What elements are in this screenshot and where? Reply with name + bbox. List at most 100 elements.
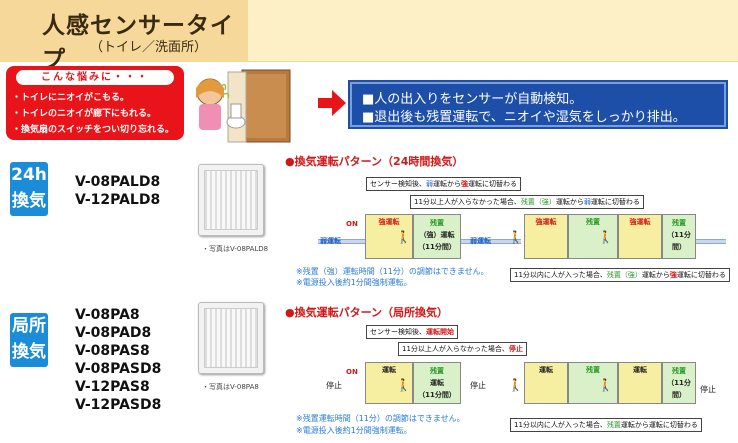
callout-over-11min: 11分以上人が入らなかった場合、残置（強）運転から弱運転に切替わる (410, 195, 644, 209)
callout-text: 11分以内に人が入った場合、 (514, 421, 607, 429)
label-remain: 残置 (586, 366, 600, 374)
run-block: 運転 (524, 362, 568, 404)
callout-text: センサー検知後、 (370, 180, 426, 188)
solution-line-2: ■退出後も残置運転で、ニオイや湿気をしっかり排出。 (362, 110, 686, 125)
solution-line-1: ■人の出入りをセンサーが自動検知。 (362, 92, 583, 107)
callout-within-11min: 11分以内に人が入った場合、残置（強）運転から強運転に切替わる (510, 268, 730, 282)
badge-local-line2: 換気 (12, 342, 46, 362)
page-title: 人感センサータイプ (42, 13, 234, 73)
callout-weak: 弱 (426, 180, 433, 188)
strong-run-block: 強運転 (365, 214, 413, 259)
note: ※残置運転時間（11分）の調節はできません。 (296, 414, 465, 423)
person-icon: 🚶 (598, 230, 613, 244)
fan-grille (204, 308, 258, 368)
callout-text: 運転に切替わる (590, 198, 640, 206)
label-remain-run: 運転 (430, 379, 444, 387)
label-remain: 残置 (430, 367, 444, 375)
callout-text: 運転から (641, 271, 670, 279)
worry-item: ・トイレのニオイが廊下にもれる。 (12, 109, 157, 119)
label-weak-run: 弱運転 (470, 237, 491, 245)
label-remain-time: （11分間） (667, 231, 691, 251)
label-remain: 残置 (672, 367, 686, 375)
weak-run-bar (318, 239, 366, 244)
label-strong-run: 強運転 (535, 218, 557, 226)
label-run: 運転 (539, 366, 553, 374)
label-remain-time: （11分間） (418, 243, 456, 251)
badge-24h-line2: 換気 (12, 191, 46, 211)
label-stop: 停止 (700, 385, 716, 394)
label-strong-run: 強運転 (378, 218, 400, 226)
weak-run-bar (696, 239, 726, 244)
callout-text: 11分以上人が入らなかった場合、 (402, 345, 509, 353)
strong-run-block: 強運転 (618, 214, 662, 259)
label-run: 運転 (633, 366, 647, 374)
callout-weak: 弱 (583, 198, 591, 206)
run-block: 運転 (365, 362, 413, 404)
person-icon: 🚶 (508, 230, 523, 244)
callout-sensor-detect: センサー検知後、運転開始 (366, 325, 458, 339)
label-remain: 残置 (586, 218, 600, 226)
callout-stop: 停止 (508, 345, 523, 353)
arrow-right-icon (318, 90, 346, 116)
callout-start: 運転開始 (426, 328, 454, 336)
callout-sensor-detect: センサー検知後、弱運転から強運転に切替わる (366, 177, 521, 191)
badge-24h-line1: 24h (11, 165, 47, 185)
person-icon: 🚶 (396, 378, 411, 392)
label-stop: 停止 (470, 381, 486, 390)
label-remain: 残置 (430, 219, 444, 227)
model-name: V-12PASD8 (75, 397, 162, 413)
title-box: 人感センサータイプ （トイレ／洗面所） (0, 0, 248, 73)
person-icon: 🚶 (508, 378, 523, 392)
model-name: V-08PAD8 (75, 325, 152, 341)
label-weak-run: 弱運転 (320, 237, 341, 245)
solution-panel: ■人の出入りをセンサーが自動検知。 ■退出後も残置運転で、ニオイや湿気をしっかり… (350, 82, 726, 127)
weak-run-bar (461, 239, 521, 244)
callout-over-11min: 11分以上人が入らなかった場合、停止 (398, 342, 527, 356)
pattern-title-local: ●換気運転パターン（局所換気） (285, 306, 449, 319)
worries-heading: こんな悩みに・・・ (16, 70, 174, 85)
run-block: 運転 (618, 362, 662, 404)
remain-run-block: 残置 （強）運転 （11分間） (413, 214, 461, 259)
remain-run-block: 残置 （11分間） (662, 362, 696, 404)
model-name: V-08PAS8 (75, 343, 150, 359)
remain-run-block: 残置 （11分間） (662, 214, 696, 259)
remain-run-block: 残置 (568, 214, 618, 259)
remain-run-block: 残置 運転 （11分間） (413, 362, 461, 404)
badge-24h: 24h 換気 (10, 162, 48, 216)
note: ※残置（強）運転時間（11分）の調節はできません。 (296, 267, 489, 276)
pattern-title-24h: ●換気運転パターン（24時間換気） (285, 155, 464, 168)
callout-remain: 残置（強） (520, 198, 556, 206)
callout-text: 11分以上人が入らなかった場合、 (414, 198, 521, 206)
label-strong-run: 強運転 (629, 218, 651, 226)
fan-photo-local (198, 302, 264, 374)
photo-caption: ・写真はV-08PA8 (202, 383, 259, 391)
fan-photo-24h (198, 164, 264, 236)
callout-text: 運転に切替わる (676, 271, 726, 279)
badge-local-line1: 局所 (12, 316, 46, 336)
callout-remain: 残置 (606, 421, 621, 429)
person-icon: 🚶 (396, 230, 411, 244)
callout-text: 運転から運転に切替わる (620, 421, 698, 429)
worry-item: ・換気扇のスイッチをつい切り忘れる。 (12, 125, 175, 135)
model-name: V-12PALD8 (75, 192, 161, 208)
label-remain: 残置 (672, 219, 686, 227)
person-icon: 🚶 (598, 378, 613, 392)
on-label: ON (346, 220, 358, 228)
callout-remain: 残置（強） (606, 271, 642, 279)
model-name: V-08PA8 (75, 307, 140, 323)
fan-grille (204, 170, 258, 230)
note: ※電源投入後約1分間強制運転。 (296, 426, 412, 435)
model-name: V-08PALD8 (75, 174, 161, 190)
worry-item: ・トイレにニオイがこもる。 (12, 93, 130, 103)
model-name: V-08PASD8 (75, 361, 162, 377)
label-run: 運転 (382, 366, 396, 374)
strong-run-block: 強運転 (524, 214, 568, 259)
photo-caption: ・写真はV-08PALD8 (202, 245, 269, 253)
label-remain-run: （強）運転 (419, 231, 455, 239)
callout-text: 運転に切替わる (468, 180, 517, 188)
page-subtitle: （トイレ／洗面所） (90, 40, 208, 55)
on-label: ON (346, 368, 358, 376)
label-remain-time: （11分間） (418, 391, 456, 399)
callout-text: センサー検知後、 (370, 328, 426, 336)
callout-strong: 強 (669, 271, 677, 279)
